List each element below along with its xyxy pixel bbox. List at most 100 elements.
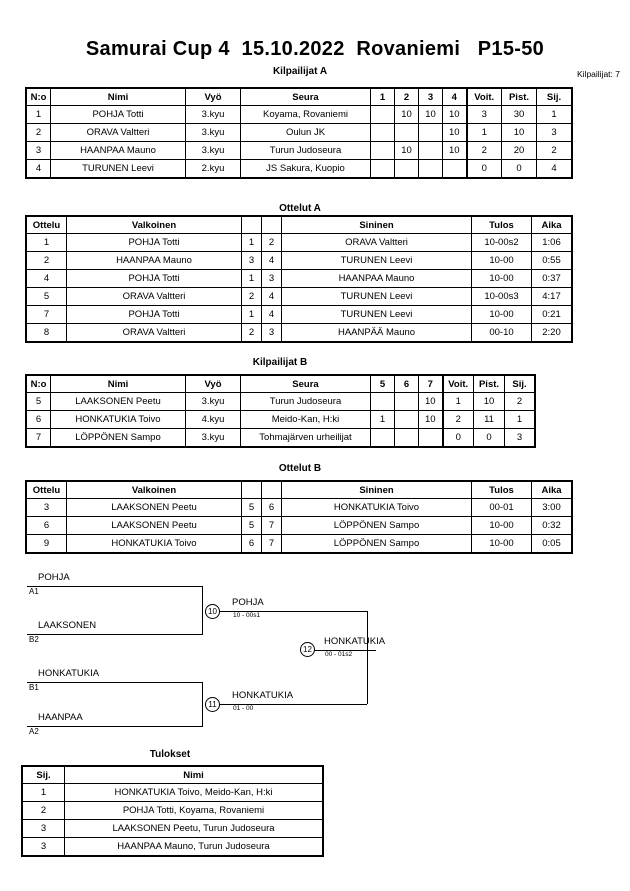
bracket-entrant-seed: B1 bbox=[29, 683, 39, 692]
cell-result: 00-01 bbox=[471, 498, 532, 517]
bracket-match-node-11: 11 bbox=[205, 697, 220, 712]
cell-match-no: 7 bbox=[26, 305, 67, 324]
cell-blue: HAANPÄÄ Mauno bbox=[281, 323, 472, 342]
cell-name: ORAVA Valtteri bbox=[50, 123, 186, 142]
col-white-no bbox=[241, 481, 262, 499]
cell-match-5 bbox=[370, 392, 395, 411]
cell-match-2 bbox=[394, 123, 419, 142]
cell-rank: 3 bbox=[504, 428, 535, 447]
cell-no: 4 bbox=[26, 159, 51, 178]
cell-match-1 bbox=[370, 159, 395, 178]
col-wins: Voit. bbox=[465, 88, 502, 106]
table-row: 7 POHJA Totti 1 4 TURUNEN Leevi 10-00 0:… bbox=[26, 305, 572, 324]
cell-match-1 bbox=[370, 141, 395, 160]
bracket-entrant-seed: B2 bbox=[29, 635, 39, 644]
col-rank: Sij. bbox=[504, 375, 535, 393]
cell-no: 5 bbox=[26, 392, 51, 411]
cell-match-3 bbox=[418, 141, 443, 160]
table-header-row: Sij. Nimi bbox=[22, 766, 323, 784]
cell-time: 1:06 bbox=[531, 233, 572, 252]
cell-white: ORAVA Valtteri bbox=[66, 287, 242, 306]
col-rank: Sij. bbox=[536, 88, 572, 106]
col-result: Tulos bbox=[471, 216, 532, 234]
cell-match-3 bbox=[418, 123, 443, 142]
bracket-entrant-seed: A1 bbox=[29, 587, 39, 596]
cell-name: POHJA Totti, Koyama, Rovaniemi bbox=[64, 801, 323, 820]
cell-blue-no: 3 bbox=[261, 269, 282, 288]
col-club: Seura bbox=[240, 375, 371, 393]
table-row: 9 HONKATUKIA Toivo 6 7 LÖPPÖNEN Sampo 10… bbox=[26, 534, 572, 553]
cell-blue-no: 4 bbox=[261, 305, 282, 324]
cell-belt: 3.kyu bbox=[185, 123, 241, 142]
cell-blue-no: 6 bbox=[261, 498, 282, 517]
cell-rank: 1 bbox=[504, 410, 535, 429]
bracket-entrant-name: HONKATUKIA bbox=[38, 668, 100, 679]
cell-blue: LÖPPÖNEN Sampo bbox=[281, 516, 472, 535]
cell-belt: 3.kyu bbox=[185, 105, 241, 124]
bracket-match-score: 01 - 00 bbox=[233, 705, 254, 712]
table-header-row: N:o Nimi Vyö Seura 5 6 7 Voit. Pist. Sij… bbox=[26, 375, 535, 393]
cell-result: 10-00 bbox=[471, 534, 532, 553]
table-row: 6 LAAKSONEN Peetu 5 7 LÖPPÖNEN Sampo 10-… bbox=[26, 516, 572, 535]
cell-white-no: 2 bbox=[241, 287, 262, 306]
bracket-entrant-name: POHJA bbox=[38, 572, 70, 583]
cell-white-no: 2 bbox=[241, 323, 262, 342]
col-blue: Sininen bbox=[281, 481, 472, 499]
col-match-5: 5 bbox=[370, 375, 395, 393]
bracket-entrant-seed: A2 bbox=[29, 727, 39, 736]
cell-white: HAANPAA Mauno bbox=[66, 251, 242, 270]
entrant-count-label: Kilpailijat: 7 bbox=[577, 69, 620, 79]
bracket-final-score: 00 - 01s2 bbox=[325, 651, 353, 658]
cell-white: POHJA Totti bbox=[66, 233, 242, 252]
cell-match-6 bbox=[394, 428, 419, 447]
col-name: Nimi bbox=[50, 88, 186, 106]
col-match-no: Ottelu bbox=[26, 216, 67, 234]
cell-club: Meido-Kan, H:ki bbox=[240, 410, 371, 429]
cell-match-4 bbox=[442, 159, 467, 178]
cell-match-4: 10 bbox=[442, 141, 467, 160]
cell-time: 0:37 bbox=[531, 269, 572, 288]
col-time: Aika bbox=[531, 481, 572, 499]
cell-belt: 3.kyu bbox=[185, 392, 241, 411]
cell-rank: 3 bbox=[22, 837, 65, 856]
cell-club: Koyama, Rovaniemi bbox=[240, 105, 371, 124]
cell-match-4: 10 bbox=[442, 105, 467, 124]
cell-match-no: 1 bbox=[26, 233, 67, 252]
results-caption: Tulokset bbox=[149, 749, 191, 760]
cell-time: 3:00 bbox=[531, 498, 572, 517]
cell-no: 1 bbox=[26, 105, 51, 124]
table-row: 1 POHJA Totti 3.kyu Koyama, Rovaniemi 10… bbox=[26, 105, 572, 124]
results-table: Sij. Nimi 1 HONKATUKIA Toivo, Meido-Kan,… bbox=[21, 765, 324, 857]
cell-blue: HAANPAA Mauno bbox=[281, 269, 472, 288]
cell-match-5 bbox=[370, 428, 395, 447]
cell-wins: 3 bbox=[465, 105, 502, 124]
cell-blue-no: 2 bbox=[261, 233, 282, 252]
bracket-line bbox=[314, 650, 376, 651]
cell-blue-no: 4 bbox=[261, 287, 282, 306]
col-match-4: 4 bbox=[442, 88, 467, 106]
col-points: Pist. bbox=[473, 375, 505, 393]
cell-match-4: 10 bbox=[442, 123, 467, 142]
col-points: Pist. bbox=[501, 88, 537, 106]
bracket-line bbox=[202, 586, 203, 635]
cell-blue: HONKATUKIA Toivo bbox=[281, 498, 472, 517]
table-header-row: Ottelu Valkoinen Sininen Tulos Aika bbox=[26, 216, 572, 234]
cell-match-1 bbox=[370, 105, 395, 124]
table-row: 5 LAAKSONEN Peetu 3.kyu Turun Judoseura … bbox=[26, 392, 535, 411]
cell-belt: 2.kyu bbox=[185, 159, 241, 178]
cell-match-6 bbox=[394, 410, 419, 429]
cell-match-5: 1 bbox=[370, 410, 395, 429]
cell-name: LAAKSONEN Peetu bbox=[50, 392, 186, 411]
cell-white-no: 1 bbox=[241, 269, 262, 288]
cell-time: 2:20 bbox=[531, 323, 572, 342]
cell-rank: 3 bbox=[536, 123, 572, 142]
cell-points: 0 bbox=[501, 159, 537, 178]
col-match-2: 2 bbox=[394, 88, 419, 106]
cell-club: Oulun JK bbox=[240, 123, 371, 142]
cell-points: 0 bbox=[473, 428, 505, 447]
col-result: Tulos bbox=[471, 481, 532, 499]
col-match-1: 1 bbox=[370, 88, 395, 106]
cell-club: Tohmajärven urheilijat bbox=[240, 428, 371, 447]
cell-match-2: 10 bbox=[394, 105, 419, 124]
table-row: 2 HAANPAA Mauno 3 4 TURUNEN Leevi 10-00 … bbox=[26, 251, 572, 270]
